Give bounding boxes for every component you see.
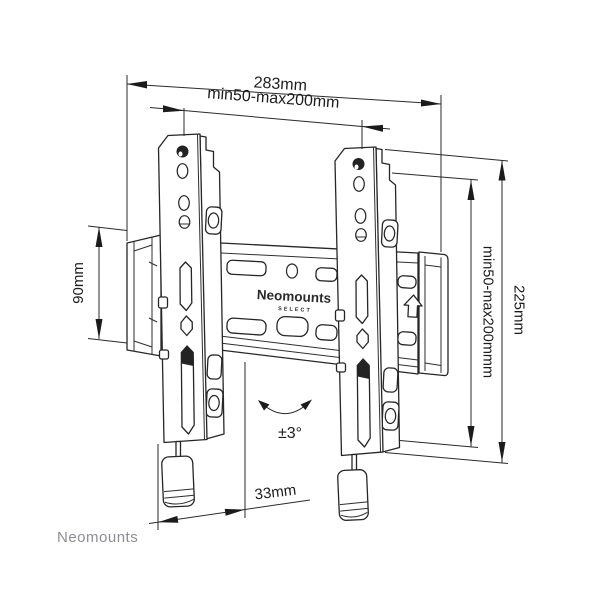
bracket-right-hole-top [352, 158, 365, 170]
dimension-vesa-height-label: min50-max200mmm [480, 246, 496, 378]
orientation-up-arrow-icon [403, 294, 423, 318]
dimension-total-height: 225mm [384, 149, 528, 464]
plate-logo-brand: Neomounts [257, 287, 332, 306]
wall-plate-left-end [126, 234, 162, 357]
plate-logo-sub: SELECT [278, 306, 312, 314]
tilt-label: ±3° [278, 425, 302, 442]
bracket-left [157, 133, 225, 508]
tilt-arc [262, 403, 308, 415]
dimension-vesa-height: min50-max200mmm [391, 172, 496, 448]
bracket-left-strap [161, 455, 195, 508]
dimension-plate-height: 90mm [70, 225, 128, 344]
dimension-depth: 33mm [148, 362, 311, 530]
dimension-vesa-width-label: min50-max200mm [207, 85, 340, 112]
wall-plate-right-end [418, 251, 449, 377]
bracket-right [334, 146, 401, 521]
dimension-depth-label: 33mm [254, 482, 297, 504]
bracket-right-strap [337, 469, 369, 521]
dimension-total-width-label: 283mm [253, 74, 307, 94]
bracket-left-hole-top [176, 145, 189, 158]
dimension-total-height-label: 225mm [511, 285, 528, 335]
bracket-right-pull-cord [351, 453, 358, 473]
wall-plate-slots [226, 259, 417, 346]
tilt-indicator: ±3° [258, 399, 312, 442]
brand-watermark: Neomounts [57, 529, 138, 546]
dimension-total-width: 283mm [126, 74, 442, 252]
dimension-plate-height-label: 90mm [70, 262, 87, 304]
